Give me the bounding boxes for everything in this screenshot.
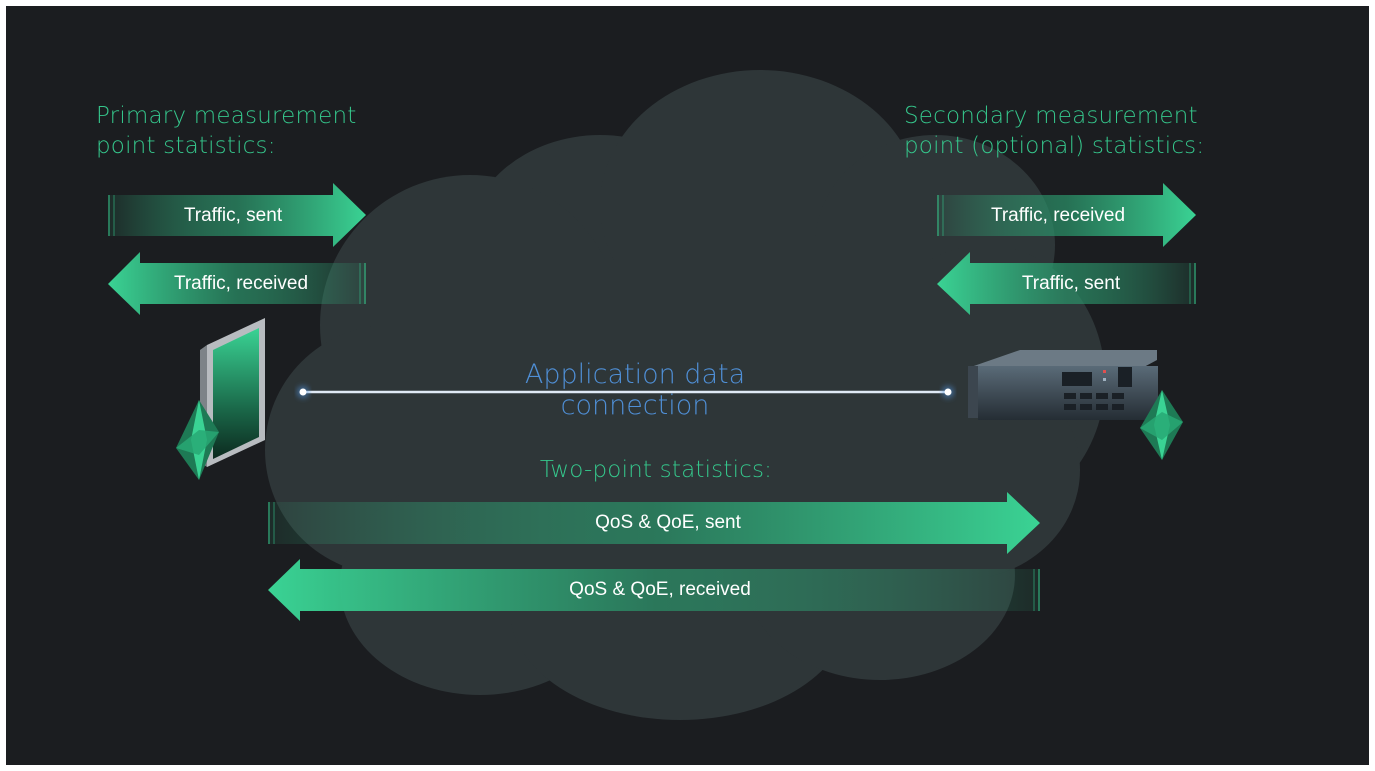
qos-qoe-received-label: QoS & QoE, received [569,579,751,600]
crystal-probe-icon [1140,390,1183,460]
primary-heading-line-2: point statistics: [96,133,276,159]
secondary-heading-line-2: point (optional) statistics: [904,133,1205,159]
connection-label: Application data connection [485,359,785,421]
arrow-qos-qoe-sent [268,492,1040,554]
secondary-traffic-received-label: Traffic, received [990,205,1126,226]
arrow-secondary-traffic-sent [937,252,1196,315]
secondary-heading-line-1: Secondary measurement [904,103,1198,129]
rack-server-icon [968,350,1158,420]
connection-label-line-1: Application data [524,359,746,390]
primary-traffic-sent-label: Traffic, sent [183,205,283,226]
secondary-traffic-sent-label: Traffic, sent [1021,273,1121,294]
qos-qoe-sent-label: QoS & QoE, sent [595,512,741,533]
crystal-probe-icon [176,400,219,480]
arrow-qos-qoe-received [268,559,1040,621]
primary-traffic-received-label: Traffic, received [173,273,309,294]
arrow-secondary-traffic-received [937,183,1196,247]
primary-heading-line-1: Primary measurement [96,103,357,129]
arrow-primary-traffic-sent [108,183,366,247]
primary-heading: Primary measurement point statistics: [96,101,356,161]
arrow-primary-traffic-received [108,252,366,315]
connection-line [297,386,954,398]
phone-device-icon [200,318,265,467]
two-point-heading: Two-point statistics: [539,457,773,483]
connection-label-line-2: connection [560,390,710,421]
secondary-heading: Secondary measurement point (optional) s… [904,101,1204,161]
